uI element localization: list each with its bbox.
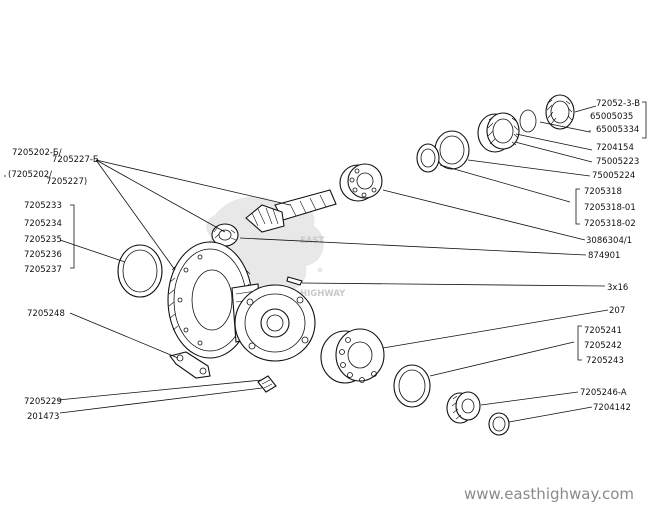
watermark-line1: EAST: [300, 236, 325, 246]
ball-bearing-upper: [339, 163, 383, 202]
label-7205202-alt: (7205202/: [8, 170, 52, 180]
label-65005334: 65005334: [596, 125, 639, 135]
label-874901: 874901: [588, 251, 620, 261]
label-7205241: 7205241: [584, 326, 622, 336]
label-75005224: 75005224: [592, 171, 635, 181]
label-7205234: 7205234: [24, 219, 62, 229]
label-7205246-a: 7205246-A: [580, 388, 627, 398]
label-7204154: 7204154: [596, 143, 634, 153]
label-207: 207: [609, 306, 625, 316]
label-7204142: 7204142: [593, 403, 631, 413]
differential-housing: [231, 283, 316, 362]
label-7205236: 7205236: [24, 250, 62, 260]
site-url: www.easthighway.com: [464, 485, 634, 503]
leader-lines: [4, 101, 647, 423]
bearing-race-top: [545, 94, 575, 130]
roller-bearing-lower: [446, 391, 481, 424]
label-7205233: 7205233: [24, 201, 62, 211]
label-72052-3-b: 72052-3-B: [596, 99, 640, 109]
label-7205237: 7205237: [24, 265, 62, 275]
ball-bearing-207: [320, 328, 385, 384]
spacer-ring-right: [393, 364, 431, 408]
label-7205235: 7205235: [24, 235, 62, 245]
ring-small-top: [416, 143, 440, 173]
roller-bearing-top: [477, 112, 520, 153]
ring-mid-top: [434, 130, 470, 170]
label-75005223: 75005223: [596, 157, 639, 167]
label-7205227-b: 7205227-Б: [52, 155, 99, 165]
spacer-ring-left: [117, 244, 163, 298]
pinion-shaft: [245, 189, 337, 233]
part-labels: 72052-3-B 65005035 65005334 7204154 7500…: [8, 99, 640, 422]
label-7205318-01: 7205318-01: [584, 203, 636, 213]
label-3x16: 3x16: [607, 283, 628, 293]
label-7205229: 7205229: [24, 397, 62, 407]
snap-ring-top: [519, 109, 537, 133]
label-3086304-1: 3086304/1: [586, 236, 632, 246]
small-bearing: [211, 223, 239, 247]
label-7205242: 7205242: [584, 341, 622, 351]
label-7205318-02: 7205318-02: [584, 219, 636, 229]
watermark-line2: HIGHWAY: [300, 289, 346, 299]
bolt: [257, 375, 277, 393]
label-65005035: 65005035: [590, 112, 633, 122]
pin: [286, 276, 303, 286]
label-201473: 201473: [27, 412, 59, 422]
label-7205248: 7205248: [27, 309, 65, 319]
label-7205202-b: 7205202-Б/: [12, 148, 62, 158]
label-7205227-alt: 7205227): [46, 177, 87, 187]
race-lower: [488, 412, 510, 436]
label-7205243: 7205243: [586, 356, 624, 366]
label-7205318: 7205318: [584, 187, 622, 197]
